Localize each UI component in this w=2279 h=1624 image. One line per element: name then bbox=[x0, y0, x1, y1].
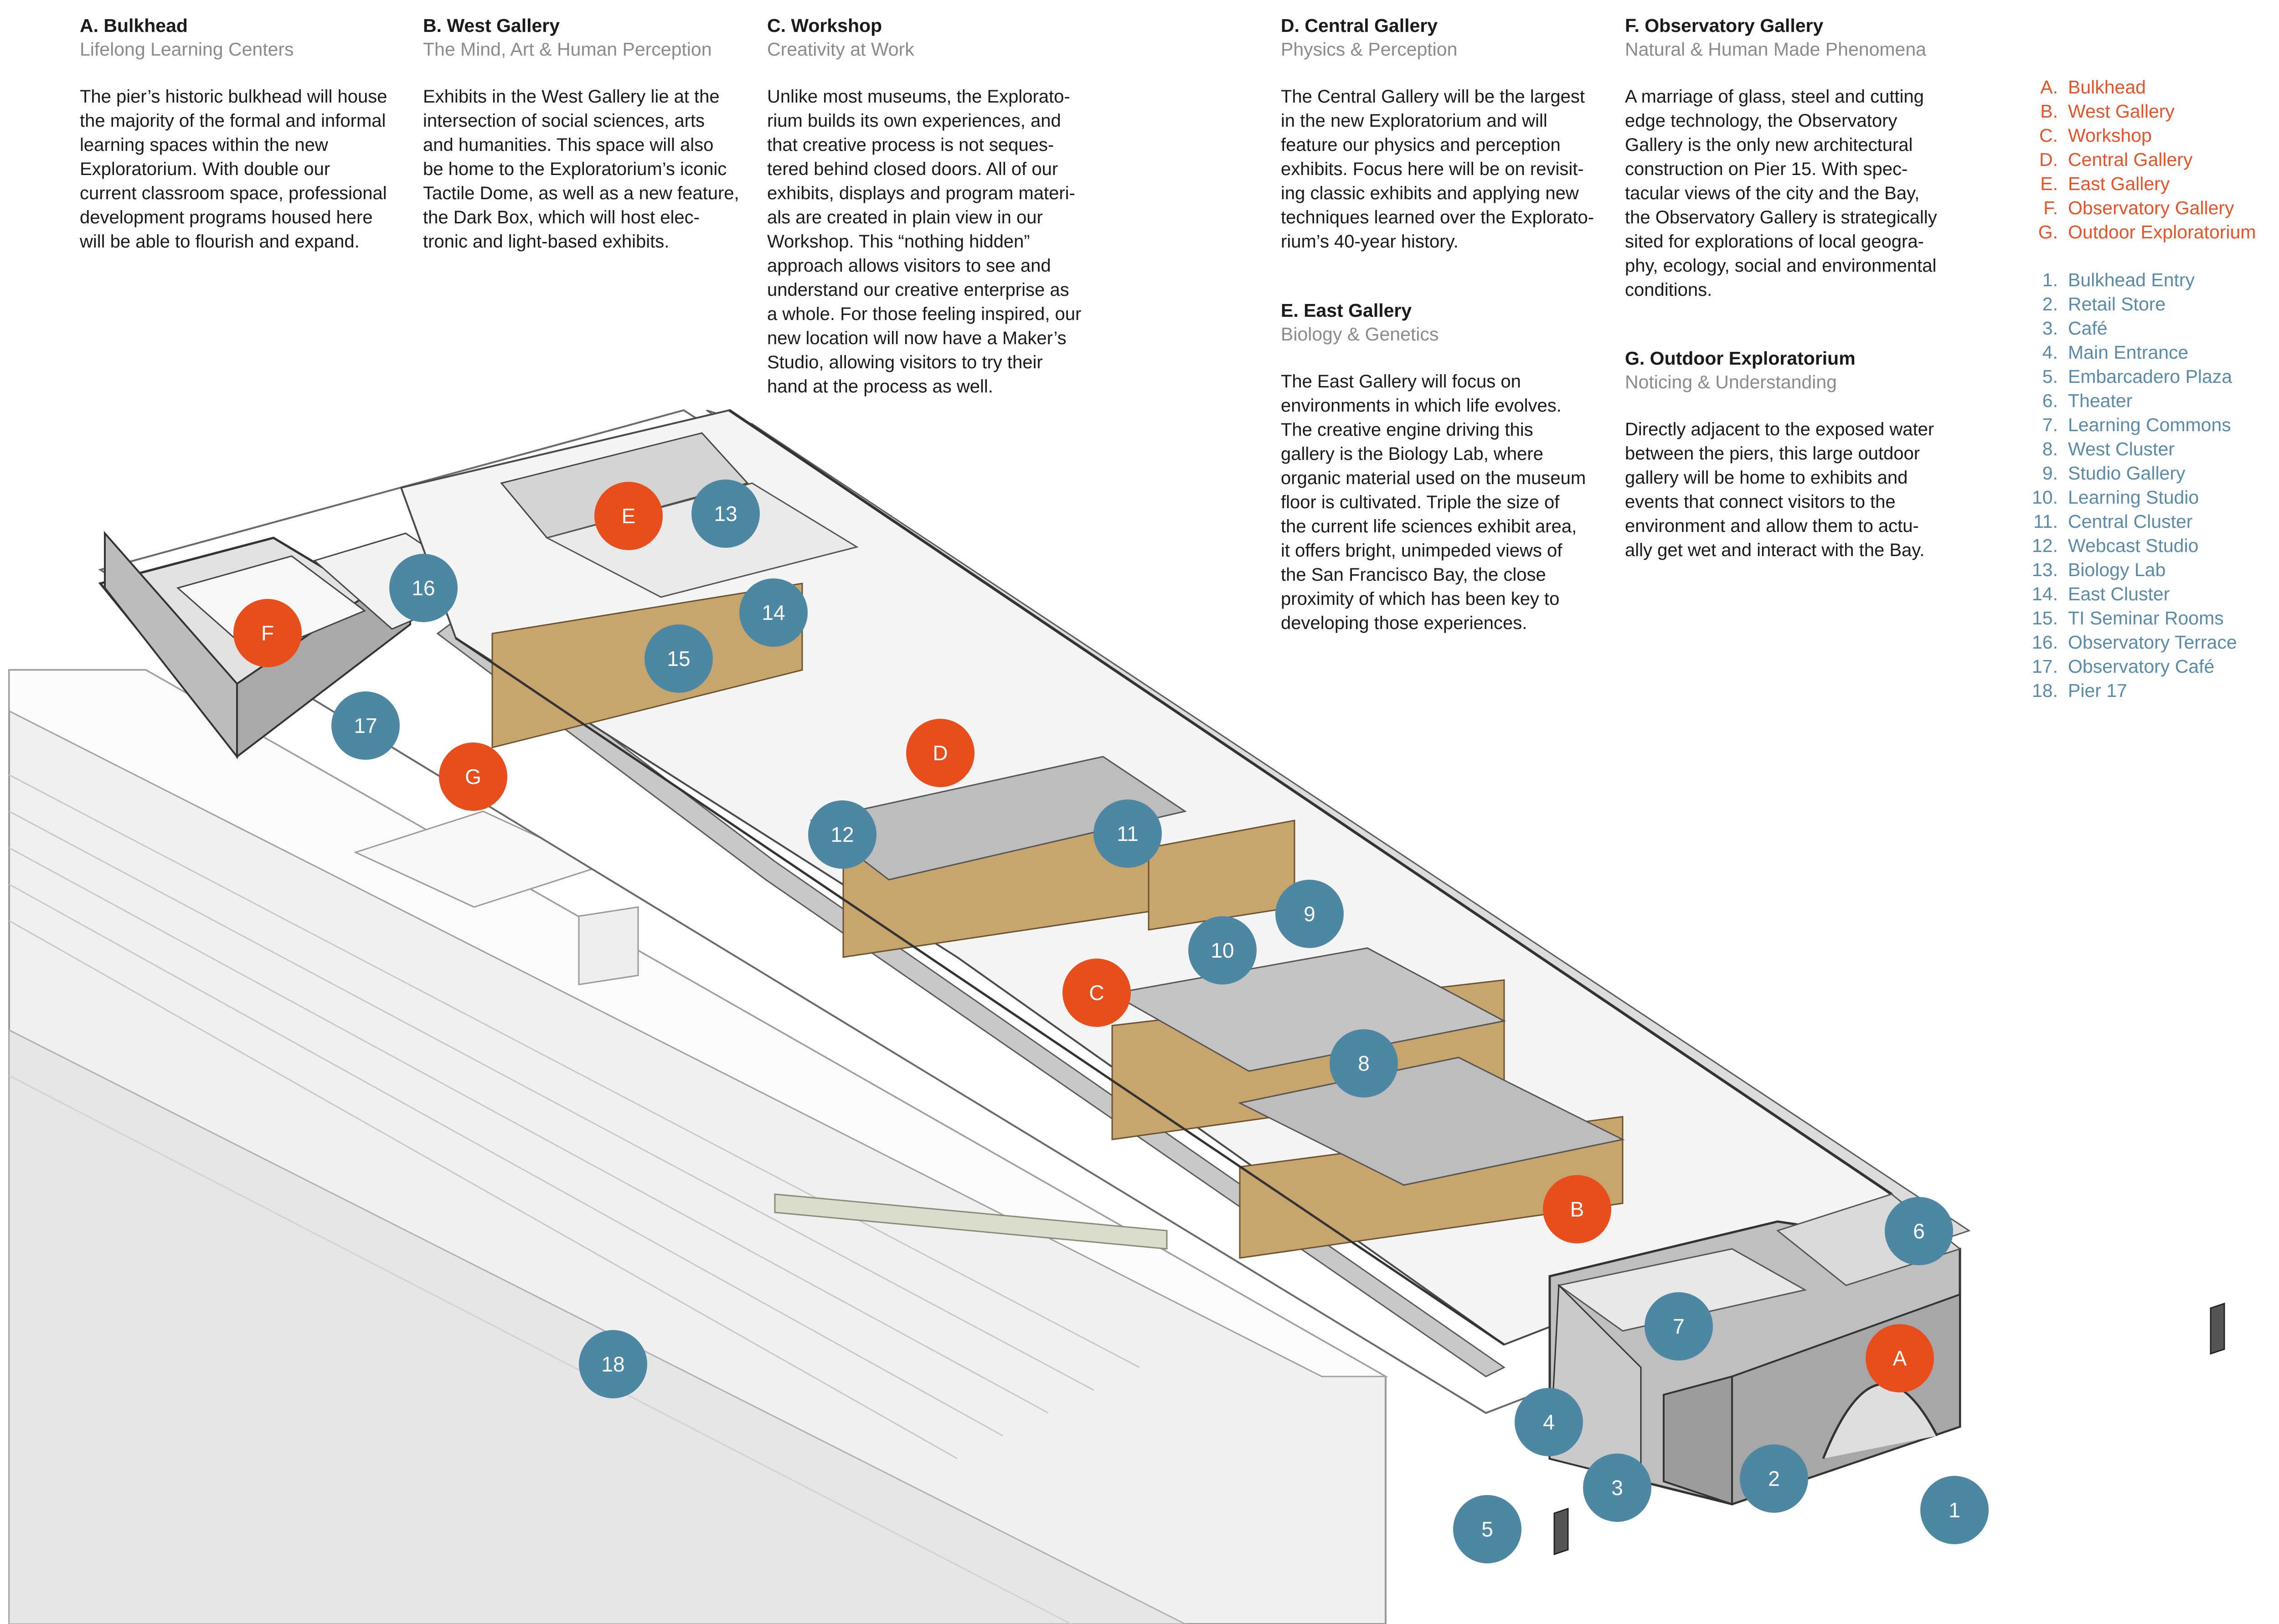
description-title: C. Workshop bbox=[767, 15, 882, 36]
marker-ti-seminar-rooms[interactable]: 15 bbox=[645, 624, 713, 693]
description-title: G. Outdoor Exploratorium bbox=[1625, 348, 1856, 369]
legend-item: 16.Observatory Terrace bbox=[2032, 632, 2237, 653]
marker-retail-store[interactable]: 2 bbox=[1740, 1444, 1808, 1513]
legend-item: 14.East Cluster bbox=[2032, 583, 2170, 604]
description-observatory-gallery: F. Observatory Gallery Natural & Human M… bbox=[1625, 14, 1953, 302]
marker-studio-gallery[interactable]: 9 bbox=[1275, 880, 1344, 948]
description-title: E. East Gallery bbox=[1281, 300, 1412, 321]
marker-workshop[interactable]: C bbox=[1062, 959, 1131, 1027]
description-body: Exhibits in the West Gallery lie at the … bbox=[423, 87, 739, 252]
description-outdoor-exploratorium: G. Outdoor Exploratorium Noticing & Unde… bbox=[1625, 346, 1953, 562]
description-body: Directly adjacent to the exposed water b… bbox=[1625, 419, 1934, 560]
marker-observatory-gallery[interactable]: F bbox=[233, 599, 302, 667]
description-subtitle: The Mind, Art & Human Perception bbox=[423, 39, 712, 60]
legend-locations: 1.Bulkhead Entry 2.Retail Store 3.Café 4… bbox=[2024, 268, 2279, 703]
description-title: B. West Gallery bbox=[423, 15, 560, 36]
marker-west-cluster[interactable]: 8 bbox=[1330, 1029, 1398, 1098]
legend-item: G.Outdoor Exploratorium bbox=[2038, 222, 2256, 242]
legend-item: D.Central Gallery bbox=[2039, 149, 2193, 170]
legend-item: 7.Learning Commons bbox=[2042, 414, 2231, 435]
marker-observatory-cafe[interactable]: 17 bbox=[331, 691, 400, 760]
marker-observatory-terrace[interactable]: 16 bbox=[389, 554, 458, 622]
legend-item: 3.Café bbox=[2042, 318, 2108, 339]
legend-item: 13.Biology Lab bbox=[2032, 559, 2166, 580]
description-east-gallery: E. East Gallery Biology & Genetics The E… bbox=[1281, 299, 1609, 635]
marker-outdoor-exploratorium[interactable]: G bbox=[439, 742, 507, 811]
marker-central-gallery[interactable]: D bbox=[906, 719, 975, 787]
description-title: F. Observatory Gallery bbox=[1625, 15, 1824, 36]
marker-bulkhead[interactable]: A bbox=[1866, 1324, 1934, 1392]
pier-17-structure bbox=[8, 669, 1388, 1624]
marker-theater[interactable]: 6 bbox=[1885, 1197, 1953, 1265]
description-body: The pier’s historic bulkhead will house … bbox=[80, 87, 387, 252]
legend-item: 12.Webcast Studio bbox=[2032, 535, 2199, 556]
marker-east-gallery[interactable]: E bbox=[594, 482, 663, 550]
legend-item: 1.Bulkhead Entry bbox=[2042, 269, 2195, 290]
description-subtitle: Noticing & Understanding bbox=[1625, 371, 1837, 392]
marker-biology-lab[interactable]: 13 bbox=[691, 479, 760, 548]
legend-item: 2.Retail Store bbox=[2042, 294, 2166, 314]
marker-cafe[interactable]: 3 bbox=[1583, 1454, 1651, 1522]
description-body: The Central Gallery will be the largest … bbox=[1281, 87, 1594, 252]
legend-item: F.Observatory Gallery bbox=[2043, 197, 2234, 218]
marker-bulkhead-entry[interactable]: 1 bbox=[1920, 1476, 1989, 1544]
marker-west-gallery[interactable]: B bbox=[1543, 1175, 1611, 1243]
description-title: A. Bulkhead bbox=[80, 15, 188, 36]
description-workshop: C. Workshop Creativity at Work Unlike mo… bbox=[767, 14, 1095, 399]
marker-learning-commons[interactable]: 7 bbox=[1645, 1292, 1713, 1361]
legend-item: 11.Central Cluster bbox=[2033, 511, 2193, 532]
description-subtitle: Physics & Perception bbox=[1281, 39, 1458, 60]
description-body: A marriage of glass, steel and cutting e… bbox=[1625, 87, 1937, 300]
description-subtitle: Natural & Human Made Phenomena bbox=[1625, 39, 1926, 60]
legend-item: 10.Learning Studio bbox=[2032, 487, 2199, 508]
legend-galleries: A.Bulkhead B.West Gallery C.Workshop D.C… bbox=[2024, 75, 2279, 244]
marker-pier-17[interactable]: 18 bbox=[579, 1330, 647, 1398]
description-subtitle: Biology & Genetics bbox=[1281, 324, 1439, 345]
legend-item: 4.Main Entrance bbox=[2042, 342, 2189, 363]
legend-item: 18.Pier 17 bbox=[2032, 680, 2127, 701]
legend-item: C.Workshop bbox=[2039, 125, 2152, 146]
marker-main-entrance[interactable]: 4 bbox=[1515, 1388, 1583, 1456]
legend-item: 9.Studio Gallery bbox=[2042, 463, 2186, 484]
marker-webcast-studio[interactable]: 12 bbox=[808, 800, 877, 869]
legend-item: 17.Observatory Café bbox=[2032, 656, 2215, 677]
legend-item: B.West Gallery bbox=[2040, 101, 2175, 122]
legend-item: 5.Embarcadero Plaza bbox=[2042, 366, 2233, 387]
description-body: The East Gallery will focus on environme… bbox=[1281, 371, 1586, 633]
description-west-gallery: B. West Gallery The Mind, Art & Human Pe… bbox=[423, 14, 751, 254]
marker-east-cluster[interactable]: 14 bbox=[739, 578, 808, 647]
description-subtitle: Lifelong Learning Centers bbox=[80, 39, 294, 60]
description-subtitle: Creativity at Work bbox=[767, 39, 914, 60]
marker-learning-studio[interactable]: 10 bbox=[1188, 916, 1257, 985]
description-central-gallery: D. Central Gallery Physics & Perception … bbox=[1281, 14, 1609, 254]
legend-item: E.East Gallery bbox=[2040, 173, 2170, 194]
legend-item: 6.Theater bbox=[2042, 390, 2133, 411]
legend-item: 8.West Cluster bbox=[2042, 438, 2175, 459]
legend-item: 15.TI Seminar Rooms bbox=[2032, 608, 2224, 629]
marker-central-cluster[interactable]: 11 bbox=[1093, 799, 1162, 868]
description-title: D. Central Gallery bbox=[1281, 15, 1438, 36]
description-bulkhead: A. Bulkhead Lifelong Learning Centers Th… bbox=[80, 14, 408, 254]
marker-embarcadero-plaza[interactable]: 5 bbox=[1453, 1495, 1521, 1563]
legend-item: A.Bulkhead bbox=[2040, 77, 2146, 98]
description-body: Unlike most museums, the Explorato- rium… bbox=[767, 87, 1082, 397]
